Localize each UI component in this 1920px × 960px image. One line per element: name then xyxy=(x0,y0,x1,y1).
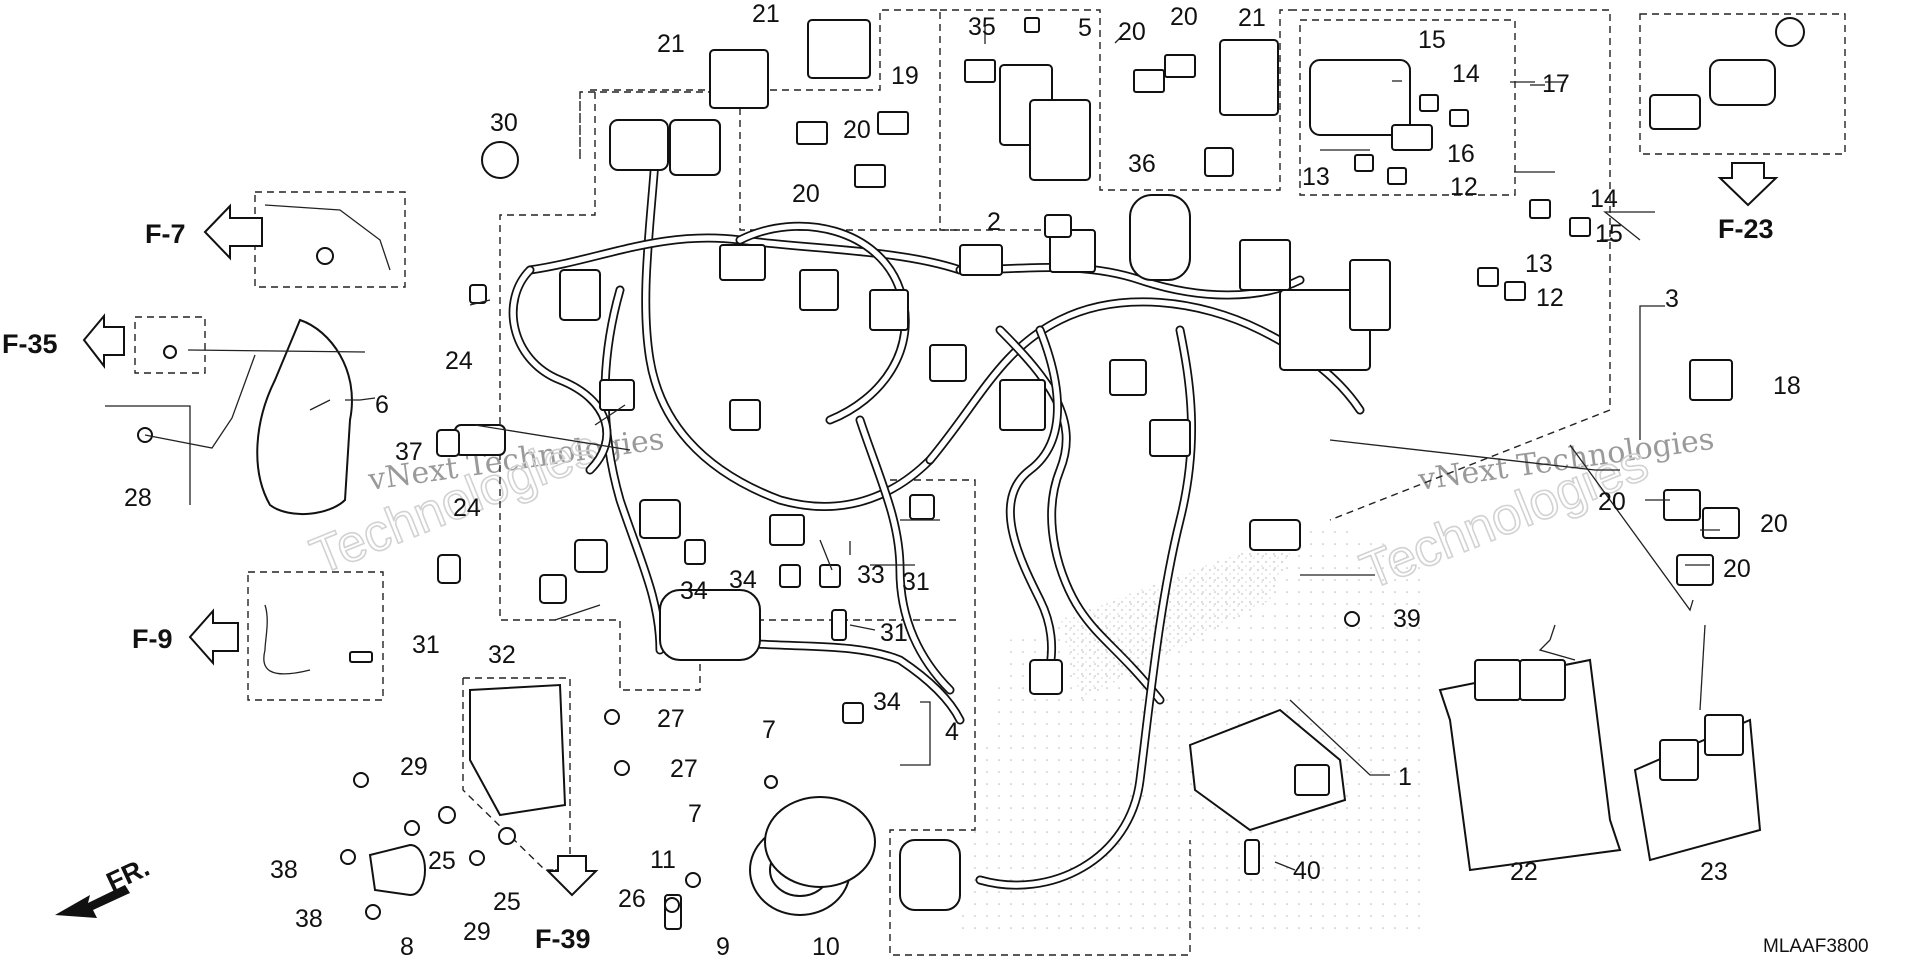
part-callout-p15b: 15 xyxy=(1595,220,1623,248)
part-callout-p24a: 24 xyxy=(445,347,473,375)
part-callout-p38b: 38 xyxy=(295,905,323,933)
part-callout-p34c: 34 xyxy=(873,688,901,716)
part-callout-p27a: 27 xyxy=(657,705,685,733)
part-callout-p6: 6 xyxy=(375,391,389,419)
part-callout-p20f: 20 xyxy=(1760,510,1788,538)
part-callout-p14a: 14 xyxy=(1452,60,1480,88)
part-callout-p23: 23 xyxy=(1700,858,1728,886)
part-callout-p12a: 12 xyxy=(1450,173,1478,201)
arrow-f39-icon xyxy=(545,855,599,897)
part-callout-p14b: 14 xyxy=(1590,185,1618,213)
arrow-f7-icon xyxy=(203,203,263,261)
part-callout-p20d: 20 xyxy=(792,180,820,208)
harness-connectors xyxy=(559,119,1391,911)
part-callout-p21c: 21 xyxy=(1238,4,1266,32)
arrow-f23-icon xyxy=(1717,162,1779,207)
part-callout-p20b: 20 xyxy=(1170,3,1198,31)
part-callout-p31a: 31 xyxy=(412,631,440,659)
part-callout-p29a: 29 xyxy=(400,753,428,781)
part-callout-p39: 39 xyxy=(1393,605,1421,633)
part-callout-p3: 3 xyxy=(1665,285,1679,313)
part-callout-p11: 11 xyxy=(650,846,676,874)
part-callout-p24b: 24 xyxy=(453,494,481,522)
part-callout-p4: 4 xyxy=(945,718,959,746)
part-callout-p30: 30 xyxy=(490,109,518,137)
part-callout-p32: 32 xyxy=(488,641,516,669)
horn-parts xyxy=(604,611,1360,930)
main-wire-harness xyxy=(508,155,1365,890)
part-callout-p7a: 7 xyxy=(762,716,776,744)
part-callout-p26: 26 xyxy=(618,885,646,913)
part-callout-p25b: 25 xyxy=(493,888,521,916)
part-callout-p20g: 20 xyxy=(1723,555,1751,583)
part-callout-p37: 37 xyxy=(395,438,423,466)
ref-f9: F-9 xyxy=(132,624,173,654)
part-callout-p25a: 25 xyxy=(428,847,456,875)
part-callout-p21a: 21 xyxy=(752,0,780,28)
part-callout-p35: 35 xyxy=(968,13,996,41)
part-callout-p33: 33 xyxy=(857,561,885,589)
part-callout-p19: 19 xyxy=(891,62,919,90)
part-callout-p28: 28 xyxy=(124,484,152,512)
part-callout-p38a: 38 xyxy=(270,856,298,884)
figure-code: MLAAF3800 xyxy=(1763,936,1869,957)
part-callout-p16: 16 xyxy=(1447,140,1475,168)
control-units xyxy=(1188,658,1762,872)
ref-f23: F-23 xyxy=(1718,214,1774,244)
part-callout-p7b: 7 xyxy=(688,800,702,828)
relays-and-fuses xyxy=(709,17,1805,586)
part-callout-p12b: 12 xyxy=(1536,284,1564,312)
part-callout-p20c: 20 xyxy=(843,116,871,144)
part-callout-p34a: 34 xyxy=(680,577,708,605)
arrow-f35-icon xyxy=(82,313,125,369)
part-callout-p36: 36 xyxy=(1128,150,1156,178)
part-callout-p31c: 31 xyxy=(880,619,908,647)
part-callout-p5: 5 xyxy=(1078,14,1092,42)
part-callout-p13b: 13 xyxy=(1525,250,1553,278)
front-direction-arrow-icon xyxy=(55,885,130,918)
part-callout-p29b: 29 xyxy=(463,918,491,946)
part-callout-p21b: 21 xyxy=(657,30,685,58)
leader-lines xyxy=(105,25,1720,871)
part-callout-p9: 9 xyxy=(716,933,730,960)
part-callout-p2: 2 xyxy=(987,208,1001,236)
part-callout-p10: 10 xyxy=(812,933,840,960)
part-callout-p22: 22 xyxy=(1510,858,1538,886)
part-callout-p1: 1 xyxy=(1398,763,1412,791)
part-callout-p18: 18 xyxy=(1773,372,1801,400)
ref-f35: F-35 xyxy=(2,329,58,359)
ref-front: FR. xyxy=(102,852,154,898)
part-callout-p27b: 27 xyxy=(670,755,698,783)
part-callout-p34b: 34 xyxy=(729,566,757,594)
left-side-parts xyxy=(137,141,935,920)
part-callout-p40: 40 xyxy=(1293,857,1321,885)
part-callout-p8: 8 xyxy=(400,933,414,960)
ref-f39: F-39 xyxy=(535,924,591,954)
part-callout-p31b: 31 xyxy=(902,568,930,596)
part-callout-p20e: 20 xyxy=(1598,488,1626,516)
arrow-f9-icon xyxy=(188,608,239,666)
reference-arrows xyxy=(55,162,1779,918)
part-callout-p17: 17 xyxy=(1542,70,1570,98)
part-callout-p20a: 20 xyxy=(1118,18,1146,46)
part-callout-p13a: 13 xyxy=(1302,163,1330,191)
part-callout-p15a: 15 xyxy=(1418,26,1446,54)
ref-f7: F-7 xyxy=(145,219,186,249)
